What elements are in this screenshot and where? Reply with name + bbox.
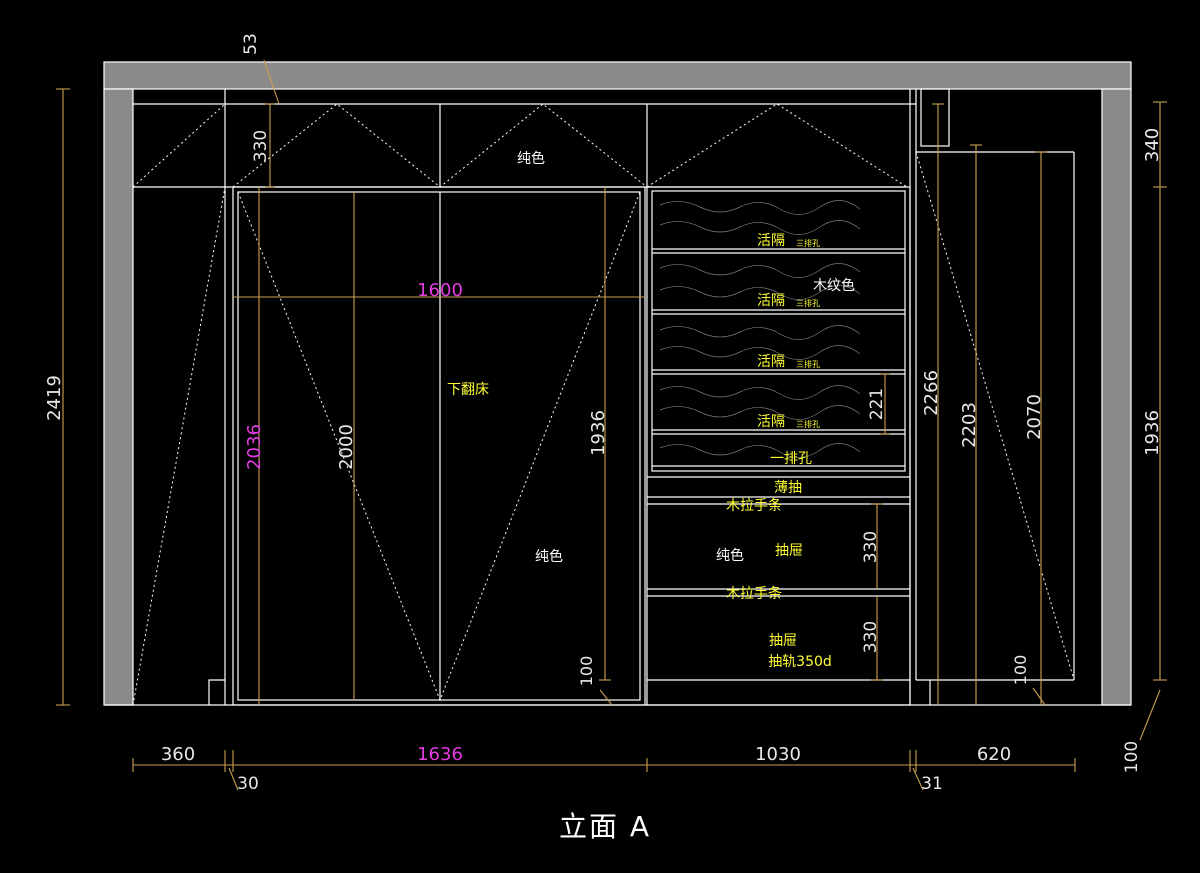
dim-30: 30 xyxy=(237,774,259,794)
dim-53: 53 xyxy=(241,33,261,55)
dim-100-bed: 100 xyxy=(577,656,596,687)
dim-1936-right: 1936 xyxy=(1142,410,1163,456)
dim-31: 31 xyxy=(921,774,943,794)
label-fold-bed: 下翻床 xyxy=(447,382,489,398)
dim-1600: 1600 xyxy=(417,280,463,301)
right-wall xyxy=(1101,88,1132,706)
ceiling-beam xyxy=(103,61,1132,90)
part-labels: 纯色 下翻床 纯色 木纹色 活隔 三排孔 活隔 三排孔 活隔 三排孔 活隔 三排… xyxy=(447,150,855,670)
label-wood-handle-2: 木拉手条 xyxy=(726,585,782,602)
label-shelf-holes-4: 三排孔 xyxy=(796,419,820,429)
label-shelf-4: 活隔 xyxy=(757,414,785,430)
label-drawer-1: 抽屉 xyxy=(775,543,803,559)
dim-1936-left: 1936 xyxy=(588,410,609,456)
dimension-labels: 53 330 1600 2036 2000 1936 100 221 2266 … xyxy=(44,33,1163,794)
dim-330-top: 330 xyxy=(251,130,271,162)
dim-221: 221 xyxy=(867,388,887,420)
dim-1030: 1030 xyxy=(755,744,801,765)
label-wood-handle-1: 木拉手条 xyxy=(726,497,782,514)
opening-lines xyxy=(132,103,1075,706)
dim-330-drawer2: 330 xyxy=(861,621,881,653)
label-shelf-holes-2: 三排孔 xyxy=(796,298,820,308)
dim-2419: 2419 xyxy=(44,375,65,421)
label-wood-grain: 木纹色 xyxy=(813,277,855,294)
label-solid-bed: 纯色 xyxy=(535,548,563,565)
dim-330-drawer1: 330 xyxy=(861,531,881,563)
label-solid-drawer: 纯色 xyxy=(716,547,744,564)
dim-340: 340 xyxy=(1142,128,1163,162)
dim-1636: 1636 xyxy=(417,744,463,765)
label-one-hole-row: 一排孔 xyxy=(770,451,812,467)
cabinet-outlines xyxy=(133,88,1075,706)
dim-100-floor: 100 xyxy=(1122,741,1142,773)
label-solid-top: 纯色 xyxy=(517,150,545,167)
label-shelf-holes-3: 三排孔 xyxy=(796,359,820,369)
left-wall xyxy=(103,88,134,706)
dimension-lines xyxy=(56,59,1167,791)
label-shelf-2: 活隔 xyxy=(757,293,785,309)
drawing-title: 立面 A xyxy=(559,810,651,843)
label-thin-drawer: 薄抽 xyxy=(774,480,802,496)
label-drawer-2: 抽屉 xyxy=(769,633,797,649)
dim-2266: 2266 xyxy=(921,370,942,416)
dim-2000: 2000 xyxy=(336,424,357,470)
label-shelf-3: 活隔 xyxy=(757,354,785,370)
label-shelf-1: 活隔 xyxy=(757,233,785,249)
dim-360: 360 xyxy=(161,744,195,765)
label-drawer-rail: 抽轨350d xyxy=(768,654,832,670)
dim-2036: 2036 xyxy=(244,424,265,470)
wood-grain-hatch xyxy=(659,200,861,458)
label-shelf-holes-1: 三排孔 xyxy=(796,238,820,248)
dim-100-right: 100 xyxy=(1011,655,1030,686)
dim-2070: 2070 xyxy=(1024,394,1045,440)
dim-620: 620 xyxy=(977,744,1011,765)
dim-2203: 2203 xyxy=(959,402,980,448)
